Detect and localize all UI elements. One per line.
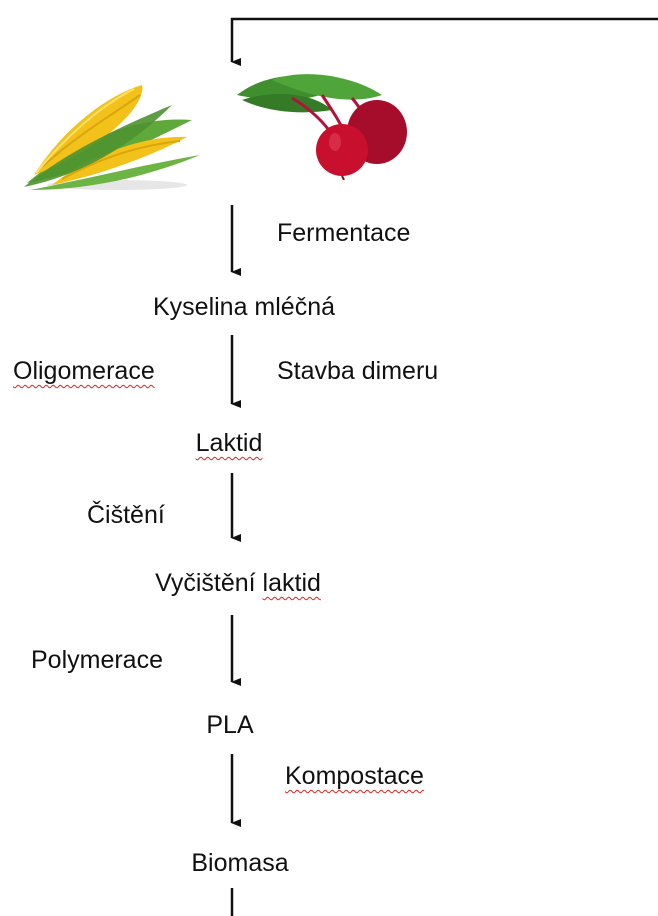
corn-icon (22, 75, 202, 195)
beet-icon (232, 70, 412, 180)
product-biomass: Biomasa (191, 848, 288, 878)
process-fermentation: Fermentace (277, 218, 410, 248)
process-oligomerization: Oligomerace (13, 356, 155, 386)
product-lactide: Laktid (196, 428, 263, 458)
product-pla: PLA (206, 710, 253, 740)
cycle-return-arrow (232, 19, 658, 62)
product-lactic-acid: Kyselina mléčná (153, 292, 335, 322)
process-purification: Čištění (87, 500, 165, 530)
process-composting: Kompostace (285, 761, 424, 791)
process-dimer-formation: Stavba dimeru (277, 356, 438, 386)
process-polymerization: Polymerace (31, 645, 163, 675)
spellcheck-word: laktid (263, 569, 321, 597)
product-purified-lactide: Vyčištění laktid (155, 568, 321, 598)
